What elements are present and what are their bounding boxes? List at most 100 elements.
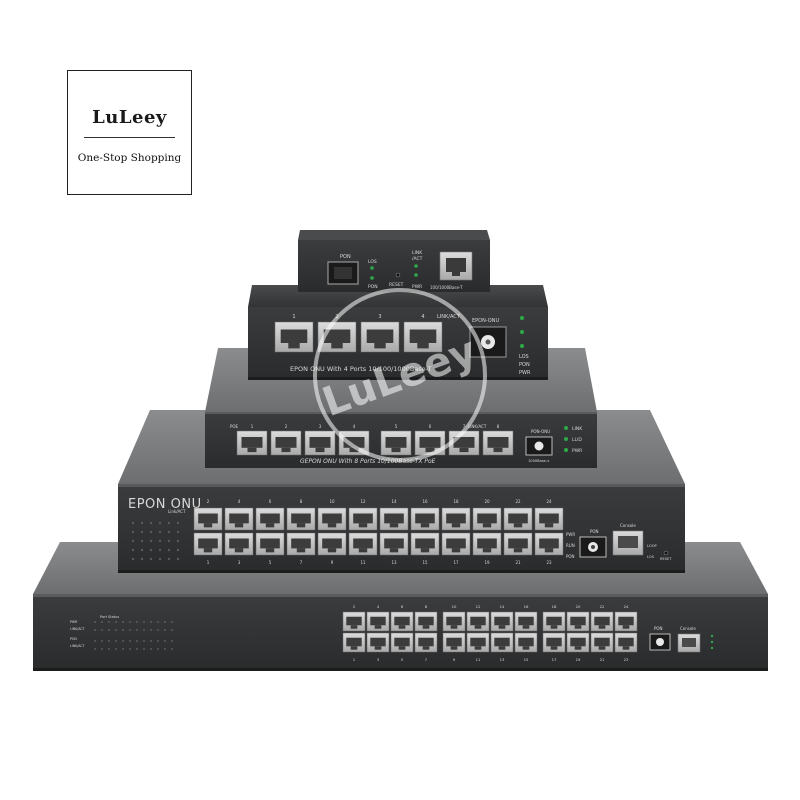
led-label-pon: PON — [519, 362, 530, 368]
led-label-linkact-2: LINK/ACT — [70, 644, 85, 648]
act-label: /ACT — [412, 256, 423, 262]
port-number: 8 — [497, 424, 500, 429]
led-label-pwr: PWR — [566, 532, 575, 537]
port-number: 6 — [429, 424, 432, 429]
port-number: 9 — [331, 560, 334, 565]
los-label: LOS — [368, 259, 377, 265]
brand-tagline: One-Stop Shopping — [77, 152, 182, 164]
poe-label: POE — [230, 424, 239, 429]
linkact-label: Link/ACT — [168, 509, 186, 514]
port-number: 20 — [484, 499, 490, 504]
port-number: 23 — [546, 560, 552, 565]
port-number: 1 — [292, 314, 295, 320]
port-number: 7 — [463, 424, 466, 429]
epon-onu-label: EPON-ONU — [472, 318, 499, 324]
port-number: 24 — [546, 499, 552, 504]
pon-label: PON — [654, 626, 663, 631]
port-number: 3 — [378, 314, 381, 320]
port-number: 5 — [401, 657, 404, 662]
port-number: 3 — [377, 657, 380, 662]
port-number: 22 — [600, 604, 605, 609]
port-speed-label: 100/1000Base-T — [430, 285, 463, 290]
led-label-pon: PON — [70, 637, 77, 641]
led-label-los: LOS — [519, 354, 529, 360]
port-number: 10 — [329, 499, 335, 504]
linkact-label: LINK/ACT — [437, 314, 461, 320]
port-number: 2 — [353, 604, 356, 609]
port-number: 23 — [624, 657, 629, 662]
led-label-pon: PON — [566, 554, 575, 559]
port-number: 6 — [269, 499, 272, 504]
port-number: 17 — [552, 657, 557, 662]
port-number: 18 — [453, 499, 459, 504]
pon-label: PON — [340, 254, 351, 260]
port-number: 4 — [377, 604, 380, 609]
reset-label: RESET — [389, 282, 404, 288]
port-grid — [193, 507, 564, 556]
port-number: 3 — [238, 560, 241, 565]
port-number: 22 — [515, 499, 521, 504]
led-label-pwr: PWR — [572, 448, 582, 454]
device-brand-label: EPON ONU — [128, 497, 202, 512]
port-number: 15 — [422, 560, 428, 565]
port-number: 12 — [360, 499, 366, 504]
port-number: 2 — [285, 424, 288, 429]
port-number: 13 — [391, 560, 397, 565]
linkact-label: LINK/ACT — [468, 424, 487, 429]
port-number: 11 — [476, 657, 481, 662]
port-number: 1 — [251, 424, 254, 429]
port-number: 1 — [353, 657, 356, 662]
port-number: 10 — [452, 604, 457, 609]
port-number: 18 — [552, 604, 557, 609]
logo-divider — [84, 137, 175, 138]
link-label: LINK — [412, 250, 423, 256]
port-number: 21 — [600, 657, 605, 662]
pwr-label: PWR — [412, 284, 422, 290]
port-number: 16 — [422, 499, 428, 504]
led-label-link: LINK — [572, 426, 583, 432]
port-number: 4 — [421, 314, 424, 320]
port-number: 5 — [269, 560, 272, 565]
port-number: 16 — [524, 604, 529, 609]
led-label-pwr: PWR — [70, 620, 78, 624]
device-epon-onu-1-port: PON LOS PON RESET LINK /ACT PWR 100/1000… — [298, 230, 490, 292]
reset-label: RESET — [660, 557, 672, 561]
port-number: 17 — [453, 560, 459, 565]
port-number: 12 — [476, 604, 481, 609]
port-number: 24 — [624, 604, 629, 609]
port-number: 7 — [425, 657, 428, 662]
port-grid — [342, 611, 638, 653]
port-number: 8 — [300, 499, 303, 504]
led-label-llid: LLID — [572, 437, 582, 443]
loop-label: LOOP — [647, 544, 658, 548]
port-status-label: Port Status — [100, 615, 119, 619]
port-number: 15 — [524, 657, 529, 662]
port-number: 20 — [576, 604, 581, 609]
status-led-grid — [94, 621, 173, 650]
led-label-run: RUN — [566, 543, 575, 548]
led-label-pwr: PWR — [519, 370, 531, 376]
port-number: 9 — [453, 657, 456, 662]
port-number: 4 — [238, 499, 241, 504]
pon-led-label: PON — [368, 284, 378, 290]
port-number: 7 — [300, 560, 303, 565]
port-grid — [274, 321, 443, 353]
los-label: LOS — [647, 555, 655, 559]
port-number: 13 — [500, 657, 505, 662]
port-number: 19 — [576, 657, 581, 662]
status-led-grid — [131, 521, 180, 561]
port-number: 1 — [207, 560, 210, 565]
port-grid — [236, 430, 514, 456]
port-number: 21 — [515, 560, 521, 565]
brand-logo-name: LuLeey — [92, 107, 167, 128]
led-label-linkact: LINK/ACT — [70, 627, 85, 631]
port-number: 4 — [353, 424, 356, 429]
port-number: 6 — [401, 604, 404, 609]
port-number: 3 — [319, 424, 322, 429]
console-label: Console — [620, 523, 636, 528]
port-number: 2 — [207, 499, 210, 504]
pon-label: PON — [590, 529, 599, 534]
brand-logo-box: LuLeey One-Stop Shopping — [67, 70, 192, 195]
port-number: 14 — [391, 499, 397, 504]
